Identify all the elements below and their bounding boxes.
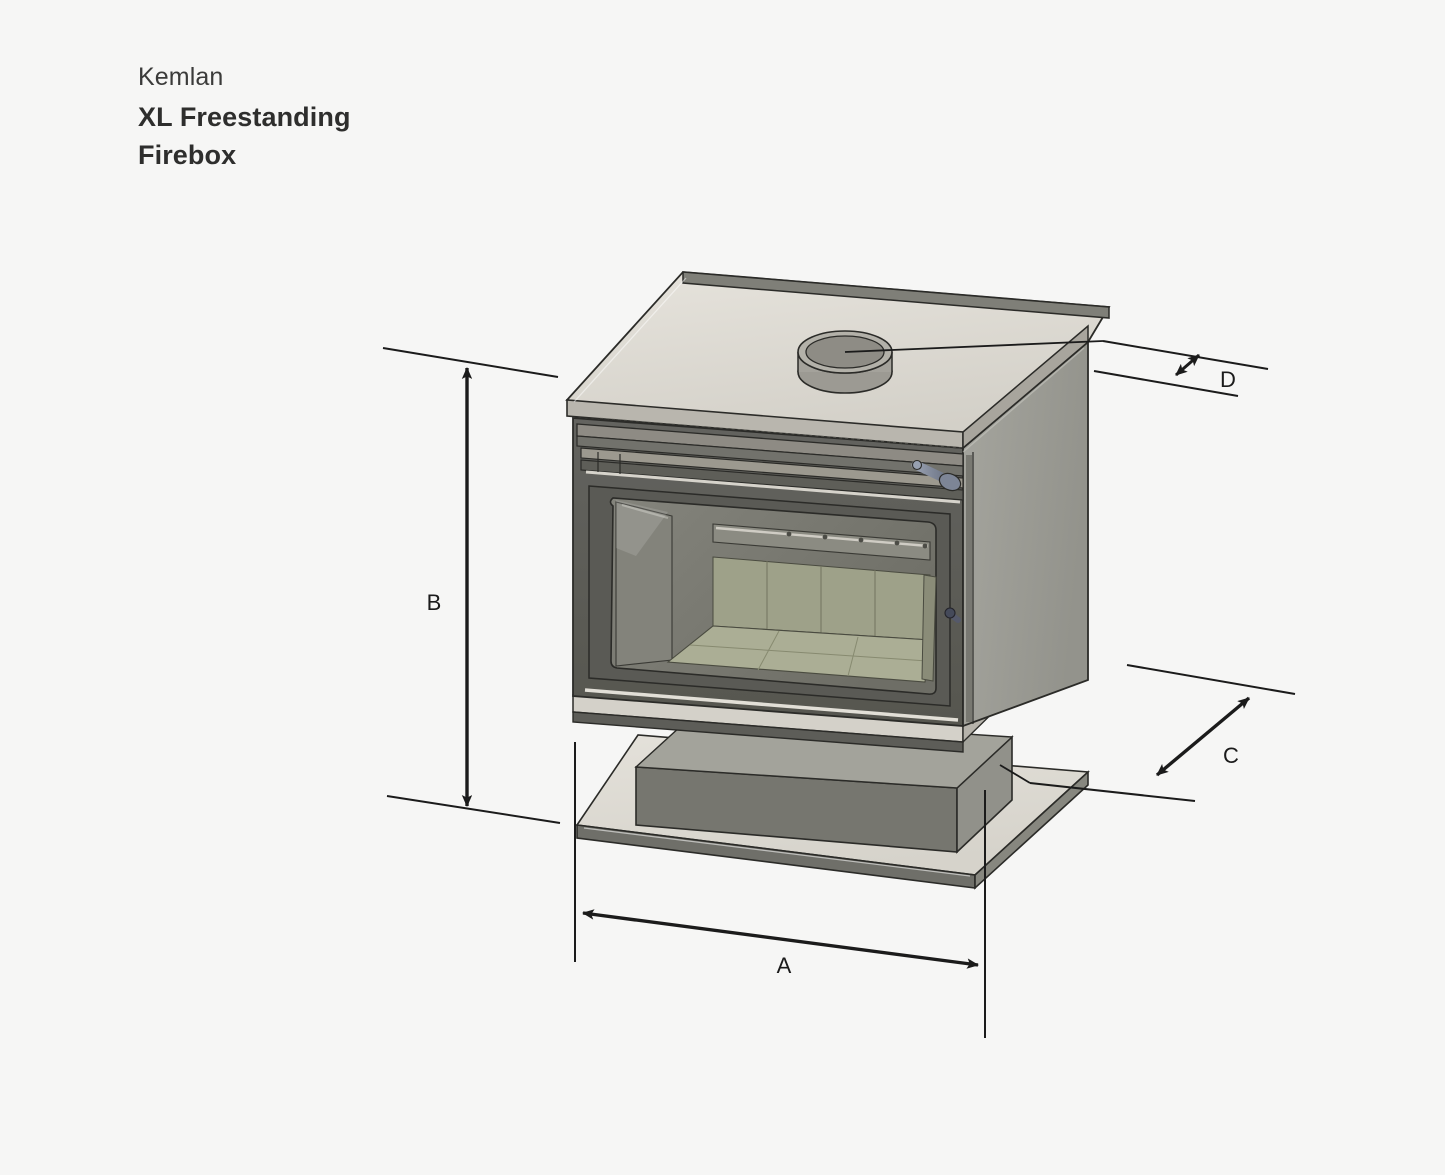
hearth-plate-highlight <box>583 827 971 877</box>
dimension-b-label: B <box>427 590 442 615</box>
firebox-right-side-panel <box>921 574 937 682</box>
dimension-d-arrow <box>1175 353 1200 377</box>
door-sill-highlight <box>584 688 959 722</box>
door-handle[interactable] <box>944 607 961 667</box>
hearth-plate-leader-line <box>999 764 1031 784</box>
air-control-lever[interactable] <box>911 459 964 494</box>
trim-highlight-line <box>585 470 961 504</box>
top-plate-left-highlight <box>573 277 687 403</box>
dimension-a: A <box>574 742 986 1038</box>
door-handle-pivot <box>944 607 956 619</box>
dimension-a-label: A <box>777 953 792 978</box>
dimension-c-label: C <box>1223 743 1239 768</box>
dimension-c-arrow <box>1155 696 1251 777</box>
floor-joint <box>689 644 928 662</box>
flue-collar-leader-line <box>844 340 1104 353</box>
left-panel-highlight <box>621 503 669 520</box>
dimension-c: C <box>1029 664 1296 802</box>
baffle-bolt <box>922 543 928 549</box>
top-plate-back-lip <box>682 271 1110 319</box>
baffle-bolt <box>858 537 864 543</box>
upper-trim-assembly <box>576 423 964 504</box>
product-name-line-2: Firebox <box>138 139 237 170</box>
trim-band-4 <box>580 459 964 501</box>
air-lever-knob[interactable] <box>937 470 964 494</box>
dimension-b-extension-top <box>382 347 559 378</box>
dimension-b-extension-bottom <box>386 795 561 824</box>
top-plate-front-seam <box>599 417 964 449</box>
hearth-plate-right-edge <box>974 770 1089 890</box>
bottom-trim-shadow <box>572 711 964 753</box>
air-lever-pivot <box>911 459 923 471</box>
dimension-d: D <box>1093 340 1269 397</box>
right-side-highlight <box>962 347 1085 453</box>
flue-collar <box>797 330 893 394</box>
dimension-a-arrow <box>582 909 979 969</box>
dimension-c-extension-upper <box>1126 664 1296 695</box>
baffle-bolt <box>822 534 828 540</box>
appliance-illustration <box>565 271 1111 890</box>
baffle-highlight <box>715 526 929 548</box>
trim-band-2 <box>576 435 964 477</box>
firebrick-floor <box>666 625 931 683</box>
dimension-c-extension-lower <box>1029 782 1196 802</box>
dimension-d-label: D <box>1220 367 1236 392</box>
baffle-bolt <box>894 540 900 546</box>
baffle-bolt <box>786 531 792 537</box>
trim-band-3 <box>580 447 964 489</box>
firebox-door[interactable] <box>588 485 951 707</box>
brand-name: Kemlan <box>138 63 224 91</box>
page-title: XL Freestanding Firebox <box>138 99 351 174</box>
dimension-b: B <box>382 347 561 824</box>
title-block: Kemlan XL Freestanding Firebox <box>138 62 351 174</box>
product-name-line-1: XL Freestanding <box>138 102 351 133</box>
dimension-d-extension-lower <box>1093 370 1239 397</box>
glass-reflection <box>616 500 668 556</box>
